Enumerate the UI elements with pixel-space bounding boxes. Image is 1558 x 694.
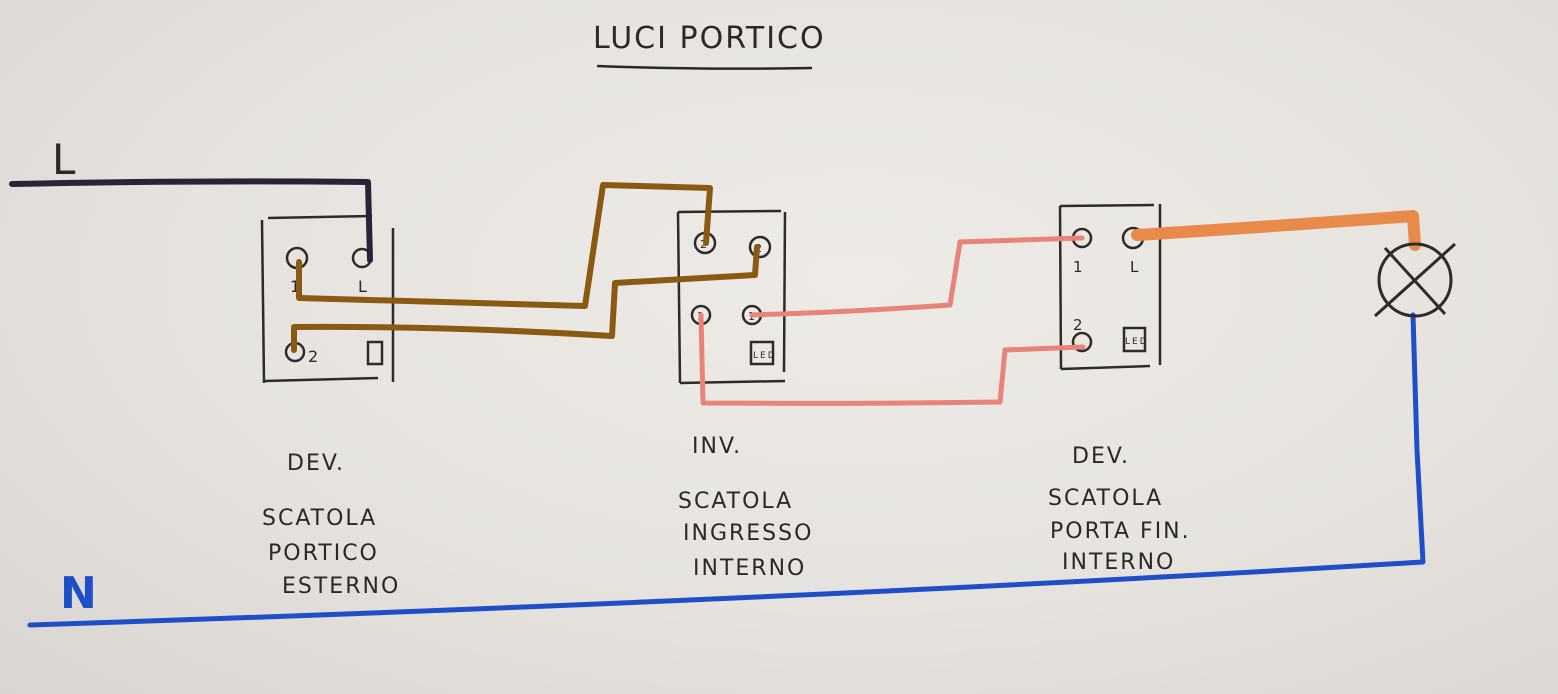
- led-indicator-icon: [749, 340, 775, 366]
- box-type-label: DEV.: [287, 451, 345, 476]
- led-label: LED: [753, 351, 777, 361]
- traveler-wire-brown-b: [291, 244, 760, 353]
- box-location-label: PORTA FIN.: [1050, 519, 1191, 544]
- box-location-label: ESTERNO: [282, 574, 400, 599]
- led-indicator-icon: [366, 340, 384, 366]
- terminal-label: 1: [290, 277, 302, 296]
- box-location-label: SCATOLA: [262, 506, 377, 531]
- terminal-2: [1071, 331, 1093, 353]
- terminal-label: 2: [1073, 316, 1085, 334]
- traveler-wire-pink-a: [749, 235, 1085, 318]
- neutral-wire: [27, 312, 1426, 628]
- traveler-wire-brown-a: [296, 182, 713, 309]
- terminal-label: 1: [1073, 258, 1085, 276]
- box-location-label: PORTICO: [268, 541, 379, 566]
- line-wire: [9, 178, 373, 263]
- line-label: L: [52, 135, 77, 184]
- terminal-2: [748, 235, 772, 259]
- traveler-wire-pink-b: [698, 312, 1086, 406]
- terminal-label: L: [358, 277, 369, 296]
- box-type-label: INV.: [692, 434, 742, 459]
- box-location-label: SCATOLA: [1048, 486, 1163, 511]
- terminal-label: L: [1130, 258, 1140, 276]
- led-label: LED: [1125, 337, 1149, 347]
- box-location-label: INTERNO: [1062, 550, 1175, 575]
- box-location-label: SCATOLA: [678, 489, 793, 514]
- lamp-feed-wire: [1131, 210, 1421, 251]
- box-type-label: DEV.: [1072, 444, 1130, 469]
- lamp-cross-icon: [1373, 242, 1457, 318]
- box-location-label: INGRESSO: [683, 521, 813, 546]
- box-location-label: INTERNO: [693, 556, 806, 581]
- led-indicator-icon: [1122, 326, 1147, 353]
- switch-box-ingresso: 2 2 1 1 LED: [676, 209, 787, 385]
- title-underline: [596, 64, 813, 70]
- neutral-label: N: [60, 568, 97, 619]
- terminal-label: 2: [308, 347, 320, 366]
- diagram-title: LUCI PORTICO: [593, 21, 826, 56]
